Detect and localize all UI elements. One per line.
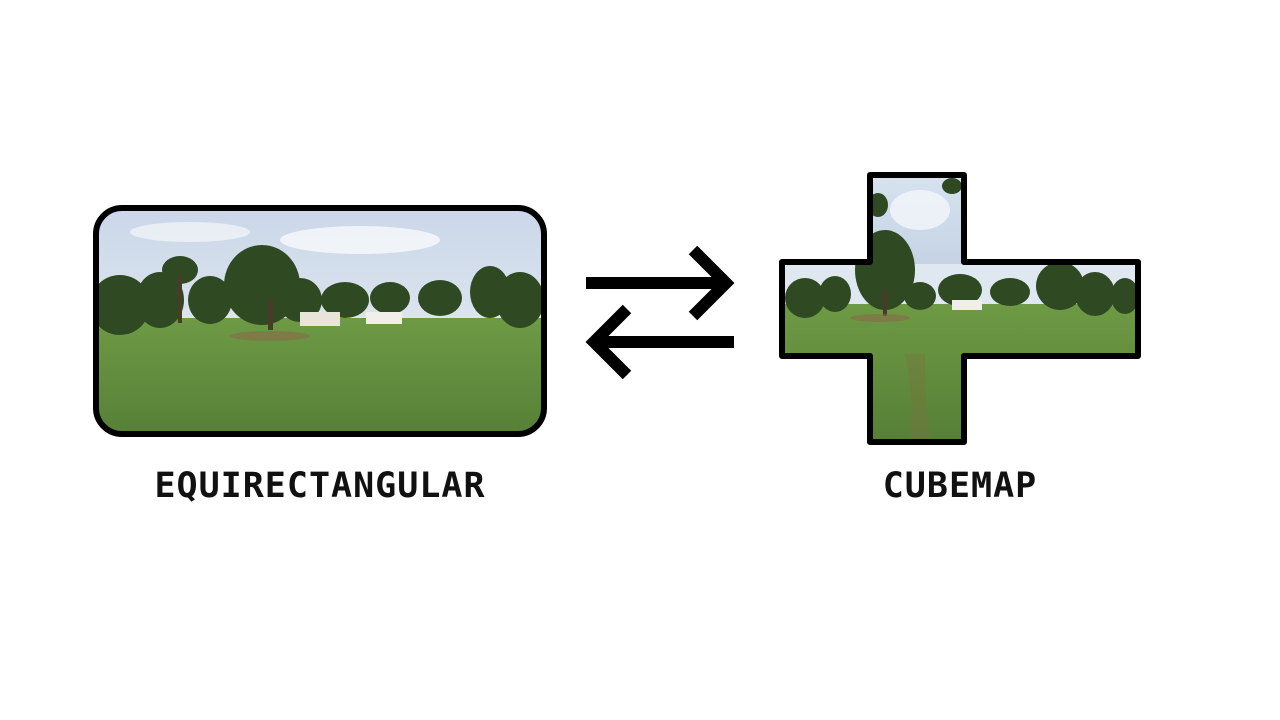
equirectangular-label: EQUIRECTANGULAR — [154, 466, 486, 506]
cubemap-image — [779, 172, 1141, 445]
arrow-left-icon — [585, 304, 734, 380]
arrow-right-icon — [586, 245, 735, 321]
cubemap-label: CUBEMAP — [882, 466, 1038, 506]
equirectangular-image — [93, 205, 547, 437]
